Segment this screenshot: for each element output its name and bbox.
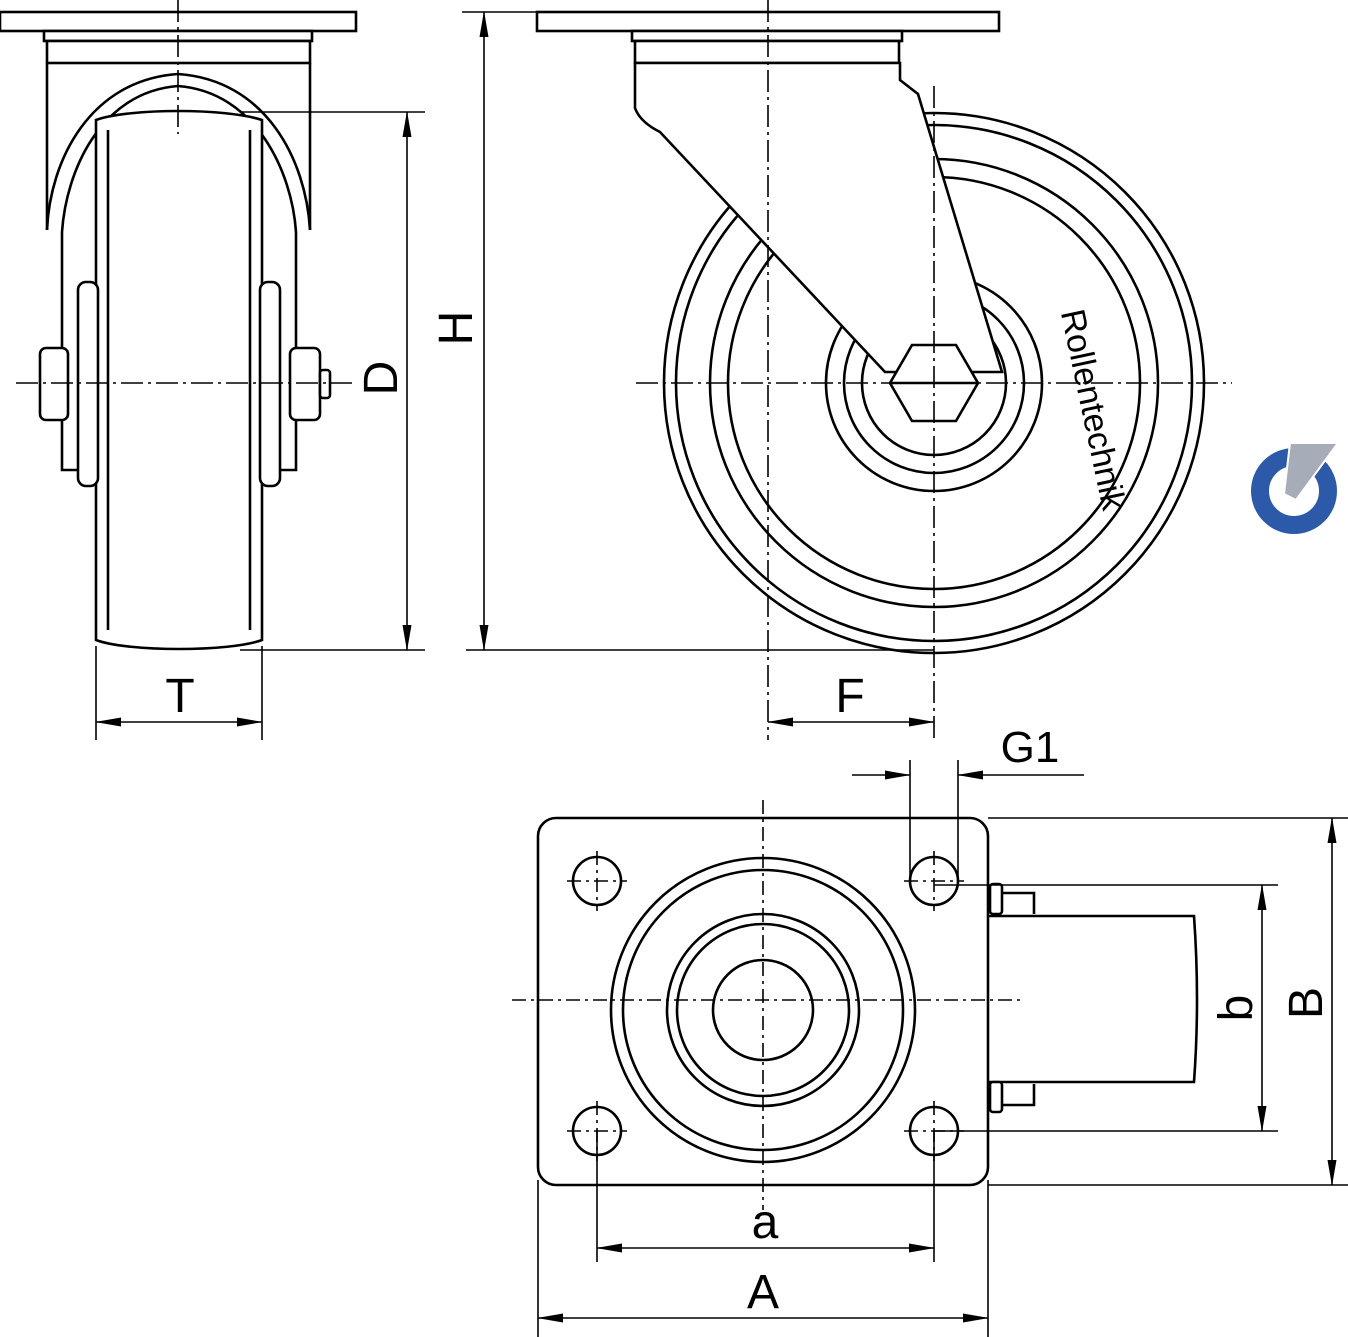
front-view-centerlines: [16, 0, 352, 384]
front-view: [0, 10, 358, 651]
dimension-label-b-large: B: [1280, 987, 1333, 1019]
dimension-lines: [95, 11, 1348, 1337]
rollentechnik-logo-icon: [1251, 442, 1340, 534]
dimension-label-a-small: a: [752, 1196, 779, 1249]
dimension-label-a-large: A: [747, 1266, 779, 1319]
wheel-brand-label: Rollentechnik: [1053, 306, 1133, 515]
dimension-label-t: T: [165, 670, 194, 723]
dimension-label-h: H: [430, 311, 483, 346]
dimension-label-f: F: [835, 670, 864, 723]
top-view: [536, 816, 1199, 1187]
dimension-label-b-small: b: [1210, 995, 1263, 1022]
dimension-label-d: D: [355, 361, 408, 396]
side-view-centerlines: [636, 0, 1232, 740]
dimension-label-g1: G1: [1001, 723, 1060, 772]
side-view: [535, 10, 1206, 655]
